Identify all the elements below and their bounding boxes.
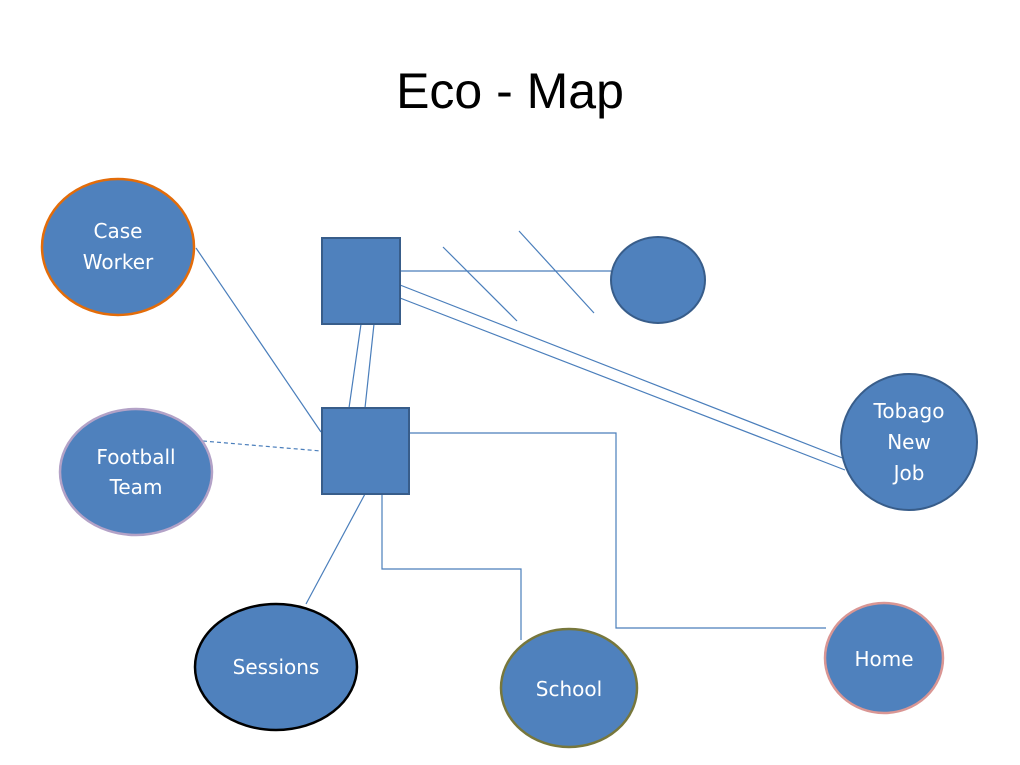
case-worker-node[interactable]: Case Worker (40, 177, 196, 317)
sessions-node[interactable]: Sessions (193, 602, 359, 732)
sessions-label: Sessions (233, 655, 320, 679)
tobago-label-line3: Job (892, 461, 925, 485)
football-team-label-line2: Team (109, 475, 163, 499)
school-node[interactable]: School (499, 627, 639, 749)
edge-school (381, 494, 522, 640)
edge-football-team (202, 440, 322, 452)
edge-top-center-b (364, 323, 375, 409)
top-square-node[interactable] (321, 237, 401, 325)
center-square-node[interactable] (321, 407, 410, 495)
football-team-node[interactable]: Football Team (58, 407, 214, 537)
page-title: Eco - Map (396, 63, 624, 119)
edge-sessions (305, 493, 366, 605)
tobago-label-line2: New (887, 430, 931, 454)
connections (195, 230, 846, 640)
edge-tobago-b (399, 297, 846, 471)
edge-top-center-a (348, 323, 362, 409)
football-team-label-line1: Football (96, 445, 175, 469)
edge-stress-mark-1 (442, 246, 518, 322)
edge-tobago-a (399, 284, 846, 460)
school-label: School (536, 677, 602, 701)
edge-home (409, 432, 826, 629)
tobago-new-job-node[interactable]: Tobago New Job (840, 373, 978, 511)
edge-case-worker (195, 247, 322, 433)
home-node[interactable]: Home (823, 601, 945, 715)
case-worker-label-line1: Case (94, 219, 143, 243)
tobago-label-line1: Tobago (873, 399, 945, 423)
edge-stress-mark-2 (518, 230, 595, 314)
unlabeled-circle-node[interactable] (610, 236, 706, 324)
case-worker-label-line2: Worker (83, 250, 154, 274)
home-label: Home (854, 647, 913, 671)
